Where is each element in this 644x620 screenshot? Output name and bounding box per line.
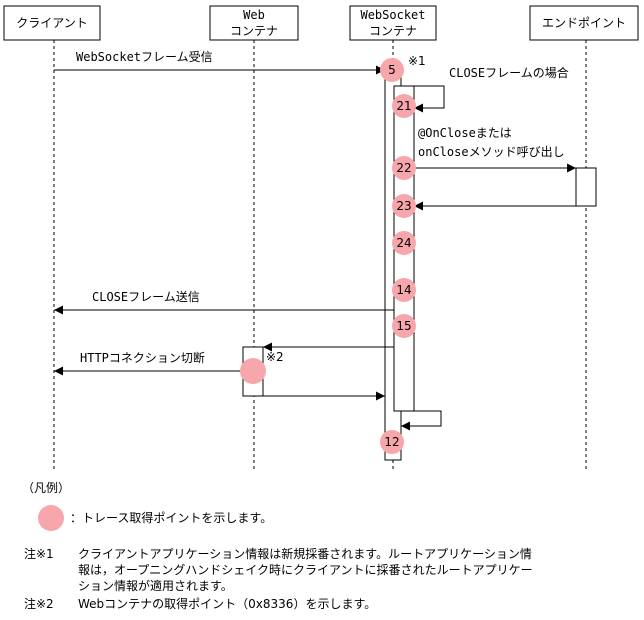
participant-web-label-2: コンテナ	[230, 24, 278, 38]
arrow-close-self	[401, 85, 445, 113]
label-http-disconnect: HTTPコネクション切断	[80, 350, 205, 365]
participant-client: クライアント	[3, 5, 101, 41]
trace-label-14: 14	[396, 283, 411, 297]
trace-label-12: 12	[384, 435, 399, 449]
activation-endpoint	[575, 167, 597, 207]
label-ws-frame-receive: WebSocketフレーム受信	[76, 50, 213, 64]
note-1-line-1: クライアントアプリケーション情報は新規採番されます。ルートアプリケーション情	[78, 547, 532, 561]
trace-label-15: 15	[396, 319, 411, 333]
participant-web-container: Web コンテナ	[209, 5, 299, 41]
note-1-label: 注※1	[24, 547, 54, 561]
note-mark-1: ※1	[408, 54, 426, 68]
note-2-body: Webコンテナの取得ポイント（0x8336）を示します。	[78, 597, 377, 611]
arrow-ws-self-end	[394, 410, 442, 431]
trace-point-21	[392, 94, 416, 118]
participant-websocket-container: WebSocket コンテナ	[349, 5, 437, 41]
participant-ws-label-2: コンテナ	[369, 24, 417, 38]
trace-point-5	[380, 58, 404, 82]
trace-label-24: 24	[396, 236, 411, 250]
trace-point-15	[392, 314, 416, 338]
trace-point-23	[392, 194, 416, 218]
note-1-line-3: ション情報が適用されます。	[78, 579, 233, 593]
note-2-label: 注※2	[24, 597, 54, 611]
participant-client-label: クライアント	[16, 16, 88, 30]
trace-label-5: 5	[388, 63, 396, 77]
trace-label-23: 23	[396, 199, 411, 213]
label-onclose-2: onCloseメソッド呼び出し	[418, 145, 565, 159]
trace-point-22	[392, 156, 416, 180]
legend-description: ：トレース取得ポイントを示します。	[70, 511, 273, 525]
trace-label-22: 22	[396, 161, 411, 175]
note-mark-2: ※2	[266, 350, 284, 364]
legend-heading: （凡例）	[22, 481, 71, 495]
participant-web-label-1: Web	[243, 8, 265, 22]
trace-point-24	[392, 231, 416, 255]
label-close-frame-send: CLOSEフレーム送信	[92, 289, 200, 304]
note-1-line-2: 報は，オープニングハンドシェイク時にクライアントに採番されたルートアプリケー	[78, 563, 533, 577]
participant-endpoint: エンドポイント	[529, 5, 639, 41]
label-close-case: CLOSEフレームの場合	[449, 65, 569, 80]
trace-point-12	[380, 430, 404, 454]
trace-point-web	[240, 358, 266, 384]
participant-ws-label-1: WebSocket	[360, 8, 425, 22]
trace-point-14	[392, 278, 416, 302]
legend-trace-point-icon	[38, 505, 64, 531]
label-onclose-1: @OnCloseまたは	[418, 126, 512, 140]
participant-endpoint-label: エンドポイント	[542, 16, 626, 30]
note-1-body: クライアントアプリケーション情報は新規採番されます。ルートアプリケーション情 報…	[78, 546, 638, 594]
trace-label-21: 21	[396, 99, 411, 113]
